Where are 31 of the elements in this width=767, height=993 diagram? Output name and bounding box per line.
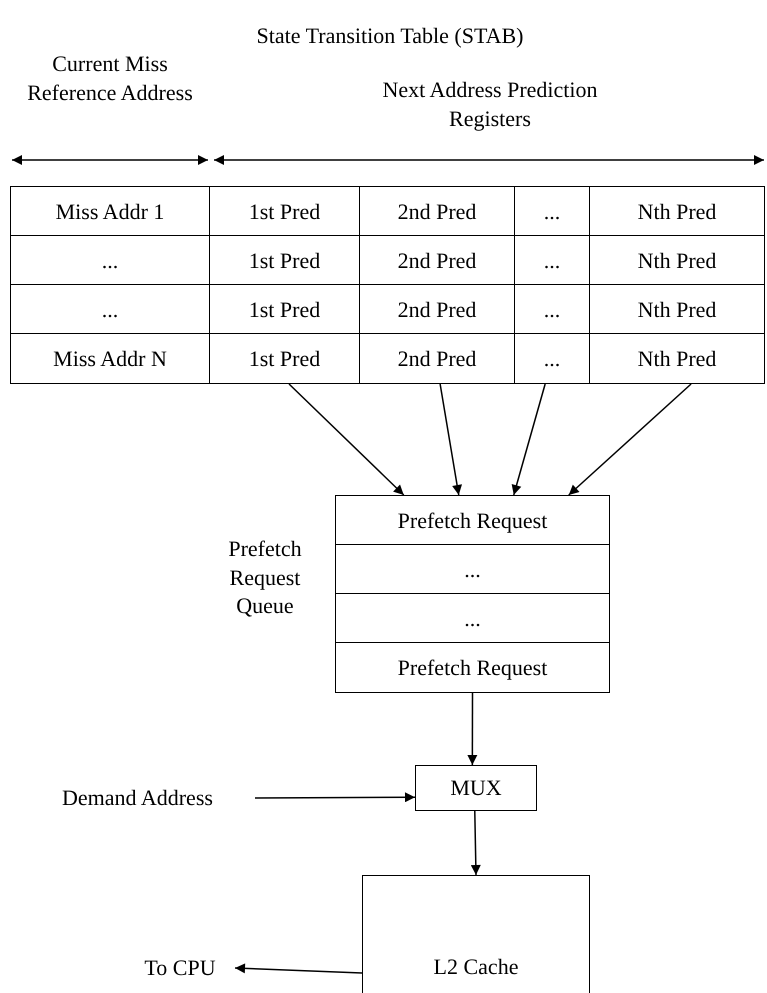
output-label: To CPU xyxy=(125,952,235,984)
arrow xyxy=(234,963,362,974)
arrow xyxy=(467,693,478,765)
text-label: Prefetch Request Queue xyxy=(227,535,303,620)
text-label: Current Miss Reference Address xyxy=(26,50,194,107)
arrow xyxy=(470,810,481,876)
table-cell: 1st Pred xyxy=(209,333,360,384)
mux-box: MUX xyxy=(415,765,537,811)
arrow xyxy=(512,384,546,496)
table-cell: ... xyxy=(514,333,590,384)
table-cell: Miss Addr 1 xyxy=(10,186,210,237)
cache-box: L2 Cache xyxy=(362,875,590,993)
arrow xyxy=(439,384,462,496)
table-cell: Nth Pred xyxy=(589,235,765,286)
table-cell: Miss Addr N xyxy=(10,333,210,384)
queue-cell: ... xyxy=(335,544,610,595)
text-label: Next Address Prediction Registers xyxy=(381,76,599,133)
table-cell: 2nd Pred xyxy=(359,333,515,384)
input-label: Demand Address xyxy=(20,782,255,814)
arrow xyxy=(568,383,692,496)
diagram-title: State Transition Table (STAB) xyxy=(255,22,525,50)
queue-cell: Prefetch Request xyxy=(335,642,610,693)
table-cell: ... xyxy=(10,235,210,286)
queue-cell: Prefetch Request xyxy=(335,495,610,546)
table-cell: ... xyxy=(10,284,210,335)
table-cell: Nth Pred xyxy=(589,333,765,384)
arrow xyxy=(288,383,404,496)
table-cell: Nth Pred xyxy=(589,284,765,335)
table-cell: Nth Pred xyxy=(589,186,765,237)
queue-cell: ... xyxy=(335,593,610,644)
arrow xyxy=(255,792,415,802)
